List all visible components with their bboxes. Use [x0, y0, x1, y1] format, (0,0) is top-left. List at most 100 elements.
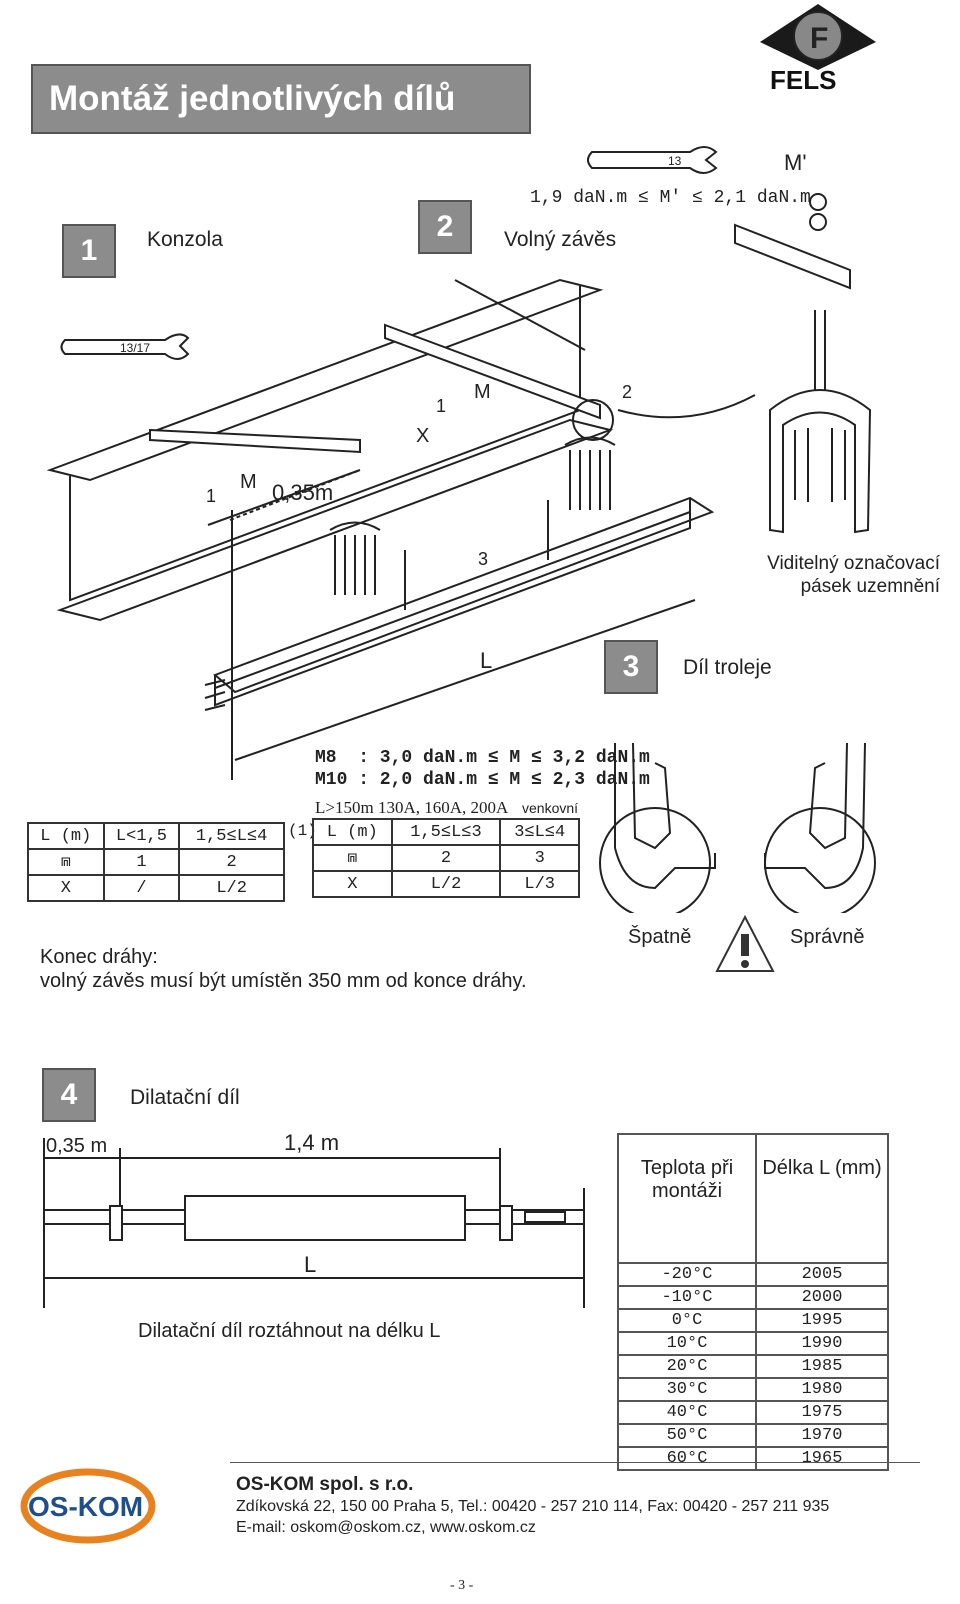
length-col-header: Délka L (mm)	[755, 1133, 889, 1264]
dilatation-drawing: 0,35 m 1,4 m L	[43, 1130, 585, 1308]
length-cell: 1975	[755, 1400, 889, 1425]
temp-cell: -20°C	[617, 1262, 757, 1287]
step-3-number: 3	[604, 640, 658, 694]
length-cell: 1985	[755, 1354, 889, 1379]
label-1a: 1	[206, 486, 216, 506]
temp-cell: 20°C	[617, 1354, 757, 1379]
table-right-x0: X	[312, 870, 393, 898]
hanger-icon: ⩎	[312, 844, 393, 872]
temp-cell: 10°C	[617, 1331, 757, 1356]
table-right-c2: 3	[499, 844, 580, 872]
dim-035: 0,35 m	[46, 1135, 107, 1157]
temp-cell: 40°C	[617, 1400, 757, 1425]
label-3: 3	[478, 549, 488, 569]
table-left-x2: L/2	[178, 874, 285, 902]
length-cell: 2000	[755, 1285, 889, 1310]
label-m-2: M	[474, 381, 491, 403]
temp-cell: 0°C	[617, 1308, 757, 1333]
hanger-table-left: L (m) L<1,5 1,5≤L≤4 ⩎ 1 2 X / L/2	[27, 822, 285, 902]
length-cell: 1970	[755, 1423, 889, 1448]
torque-m10: M10 : 2,0 daN.m ≤ M ≤ 2,3 daN.m	[315, 770, 650, 790]
length-cell: 1965	[755, 1446, 889, 1471]
company-address: Zdíkovská 22, 150 00 Praha 5, Tel.: 0042…	[236, 1498, 830, 1515]
company-name: OS-KOM spol. s r.o.	[236, 1474, 414, 1495]
label-x: X	[416, 425, 429, 447]
table-right-c1: 2	[390, 844, 502, 872]
temp-cell: 60°C	[617, 1446, 757, 1471]
label-1b: 1	[436, 396, 446, 416]
company-contact: E-mail: oskom@oskom.cz, www.oskom.cz	[236, 1519, 536, 1536]
hanger-icon: ⩎	[27, 848, 105, 876]
dim-l: L	[304, 1252, 316, 1277]
torque-m8: M8 : 3,0 daN.m ≤ M ≤ 3,2 daN.m	[315, 748, 650, 768]
table-right-h1: 1,5≤L≤3	[390, 818, 502, 846]
table-left-h1: L<1,5	[102, 822, 181, 850]
temp-col-header: Teplota při montáži	[617, 1133, 757, 1264]
right-label: Správně	[790, 926, 865, 948]
fels-logo-text: FELS	[770, 65, 836, 94]
table-left-x1: /	[102, 874, 181, 902]
table-left-x0: X	[27, 874, 105, 902]
label-l: L	[480, 648, 492, 673]
step-3-label: Díl troleje	[683, 656, 772, 679]
table-left-h0: L (m)	[27, 822, 105, 850]
length-cell: 1980	[755, 1377, 889, 1402]
step-4-number: 4	[42, 1068, 96, 1122]
step-1-number: 1	[62, 224, 116, 278]
end-note-line1: Konec dráhy:	[40, 946, 158, 968]
dim-035-label: 0,35m	[272, 480, 333, 505]
end-note-line2: volný závěs musí být umístěn 350 mm od k…	[40, 970, 527, 992]
label-m-1: M	[240, 471, 257, 493]
wrong-label: Špatně	[628, 926, 692, 948]
temp-cell: -10°C	[617, 1285, 757, 1310]
table-left-c1: 1	[102, 848, 181, 876]
table-right-h2: 3≤L≤4	[499, 818, 580, 846]
dim-14: 1,4 m	[284, 1130, 339, 1155]
step-2-number: 2	[418, 200, 472, 254]
page-title: Montáž jednotlivých dílů	[31, 64, 531, 134]
table-right-x1: L/2	[390, 870, 502, 898]
temp-cell: 50°C	[617, 1423, 757, 1448]
wrench-large-label: 13	[668, 154, 682, 168]
m-prime-label: M'	[784, 150, 807, 175]
outdoor-word: venkovní	[522, 800, 579, 816]
assembly-drawing: 13/17 13 1,9 daN.m ≤ M' ≤ 2,1 daN.m M' 0…	[46, 146, 872, 780]
oskom-logo-text: OS-KOM	[28, 1491, 143, 1522]
step-1-label: Konzola	[147, 228, 223, 251]
table-left-h2: 1,5≤L≤4	[178, 822, 285, 850]
step-2-label: Volný závěs	[504, 228, 617, 251]
oskom-logo: OS-KOM	[20, 1468, 156, 1544]
label-2: 2	[622, 382, 632, 402]
torque-top: 1,9 daN.m ≤ M' ≤ 2,1 daN.m	[530, 188, 811, 208]
table-right-h0: L (m)	[312, 818, 393, 846]
hanger-table-right: L (m) 1,5≤L≤3 3≤L≤4 ⩎ 2 3 X L/2 L/3	[312, 818, 580, 898]
temp-cell: 30°C	[617, 1377, 757, 1402]
length-cell: 1995	[755, 1308, 889, 1333]
warning-icon	[715, 914, 775, 972]
length-cell: 1990	[755, 1331, 889, 1356]
page-number: - 3 -	[450, 1578, 474, 1593]
footnote-mark: (1)	[288, 822, 317, 840]
svg-text:F: F	[810, 22, 828, 55]
cross-section-detail	[599, 742, 876, 913]
dilatation-note: Dilatační díl roztáhnout na délku L	[138, 1320, 441, 1342]
table-right-x2: L/3	[499, 870, 580, 898]
visible-strip-note: Viditelný označovací pásek uzemnění	[767, 553, 940, 597]
fels-logo: F FELS	[760, 4, 876, 94]
length-cell: 2005	[755, 1262, 889, 1287]
step-4-label: Dilatační díl	[130, 1086, 240, 1109]
wrench-small-label: 13/17	[120, 341, 150, 355]
footer-divider	[230, 1462, 920, 1463]
table-left-c2: 2	[178, 848, 285, 876]
outdoor-note: L>150m 130A, 160A, 200A	[315, 798, 509, 817]
